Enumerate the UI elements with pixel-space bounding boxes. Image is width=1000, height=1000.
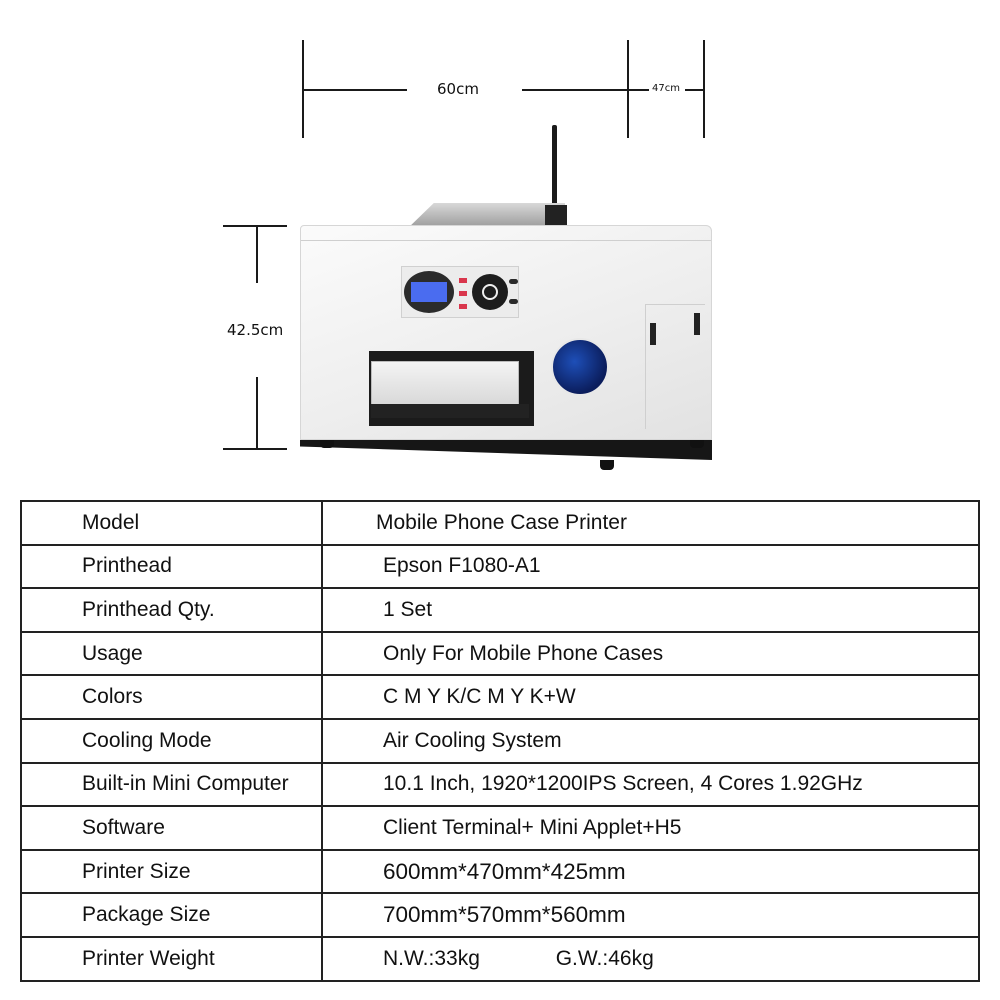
table-row: Printer Weight N.W.:33kg G.W.:46kg xyxy=(20,935,980,982)
spec-label: Built-in Mini Computer xyxy=(20,761,323,808)
width-line-right xyxy=(522,89,628,91)
tray-base xyxy=(371,404,529,418)
spec-table: Model Mobile Phone Case Printer Printhea… xyxy=(20,500,980,982)
depth-line-left xyxy=(627,89,649,91)
spec-value: N.W.:33kg G.W.:46kg xyxy=(321,935,980,982)
table-row: Printhead Qty. 1 Set xyxy=(20,587,980,633)
red-button xyxy=(459,304,467,309)
spec-value: Air Cooling System xyxy=(321,717,980,764)
net-weight: N.W.:33kg xyxy=(383,946,480,970)
side-button xyxy=(509,299,518,304)
height-line-top xyxy=(256,225,258,283)
red-button xyxy=(459,291,467,296)
red-button xyxy=(459,278,467,283)
spec-value: 700mm*570mm*560mm xyxy=(321,892,980,938)
lcd-display xyxy=(411,282,447,302)
side-panel xyxy=(645,304,705,429)
spec-value: Mobile Phone Case Printer xyxy=(321,500,980,546)
depth-line-right xyxy=(685,89,704,91)
side-button xyxy=(509,279,518,284)
spec-label: Printer Weight xyxy=(20,935,323,982)
dpad-lock-icon xyxy=(472,274,508,310)
width-line-left xyxy=(302,89,407,91)
table-row: Colors C M Y K/C M Y K+W xyxy=(20,674,980,720)
lcd-frame xyxy=(404,271,454,313)
spec-label: Model xyxy=(20,500,323,546)
spec-label: Colors xyxy=(20,674,323,720)
spec-label: Package Size xyxy=(20,892,323,938)
antenna-icon xyxy=(552,125,557,210)
table-row: Model Mobile Phone Case Printer xyxy=(20,500,980,546)
spec-label: Printer Size xyxy=(20,848,323,895)
width-label: 60cm xyxy=(437,80,479,98)
spec-label: Cooling Mode xyxy=(20,717,323,764)
lock-icon xyxy=(482,284,498,300)
control-panel xyxy=(401,266,519,318)
printer-foot xyxy=(690,438,704,448)
lid-seam xyxy=(301,240,711,241)
table-row: Cooling Mode Air Cooling System xyxy=(20,717,980,764)
uv-lamp-window xyxy=(551,338,609,396)
height-label: 42.5cm xyxy=(227,321,284,339)
gross-weight: G.W.:46kg xyxy=(555,946,654,970)
printer-foot xyxy=(320,438,334,448)
spec-value: 1 Set xyxy=(321,587,980,633)
printer-body xyxy=(300,225,712,440)
printer-image xyxy=(295,120,715,480)
height-top-tick xyxy=(223,225,287,227)
spec-value: Epson F1080-A1 xyxy=(321,543,980,590)
spec-value: 10.1 Inch, 1920*1200IPS Screen, 4 Cores … xyxy=(321,761,980,808)
table-row: Printhead Epson F1080-A1 xyxy=(20,543,980,590)
print-tray xyxy=(371,361,519,406)
spec-value: Client Terminal+ Mini Applet+H5 xyxy=(321,805,980,851)
spec-value: Only For Mobile Phone Cases xyxy=(321,630,980,677)
side-vent xyxy=(694,313,700,335)
spec-label: Usage xyxy=(20,630,323,677)
antenna-mount xyxy=(545,205,567,227)
height-bottom-tick xyxy=(223,448,287,450)
table-row: Software Client Terminal+ Mini Applet+H5 xyxy=(20,805,980,851)
spec-value: C M Y K/C M Y K+W xyxy=(321,674,980,720)
depth-right-tick xyxy=(703,40,705,138)
table-row: Printer Size 600mm*470mm*425mm xyxy=(20,848,980,895)
height-line-bottom xyxy=(256,377,258,449)
spec-label: Software xyxy=(20,805,323,851)
spec-label: Printhead xyxy=(20,543,323,590)
table-row: Built-in Mini Computer 10.1 Inch, 1920*1… xyxy=(20,761,980,808)
table-row: Usage Only For Mobile Phone Cases xyxy=(20,630,980,677)
printer-foot xyxy=(600,460,614,470)
depth-label: 47cm xyxy=(652,83,680,94)
spec-value: 600mm*470mm*425mm xyxy=(321,848,980,895)
table-row: Package Size 700mm*570mm*560mm xyxy=(20,892,980,938)
side-vent xyxy=(650,323,656,345)
spec-label: Printhead Qty. xyxy=(20,587,323,633)
